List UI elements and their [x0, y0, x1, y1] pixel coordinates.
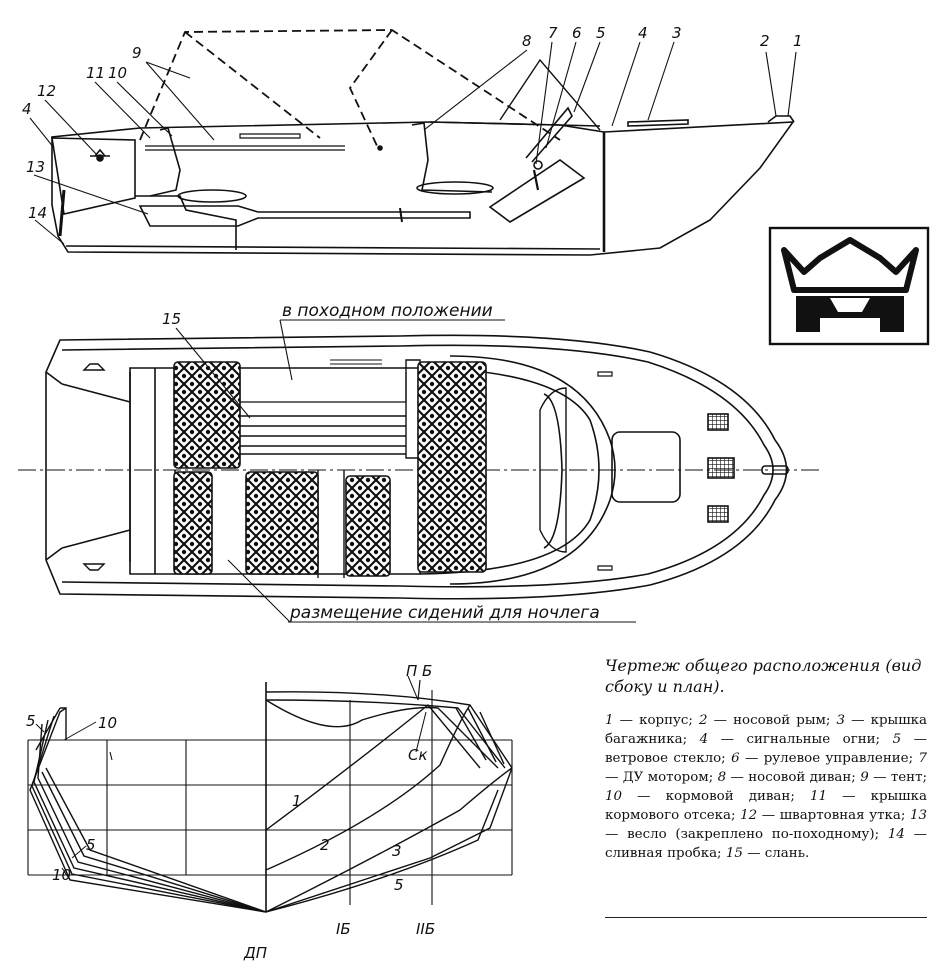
body-plan-labels: П Б Ск ДП IБ IIБ 5 10 5 10 1 2 3 5	[26, 662, 435, 962]
legend-number: 15	[725, 846, 743, 861]
legend-number: 9	[860, 770, 869, 785]
legend-item: 10 — кормовой диван;	[605, 789, 795, 804]
legend-number: 8	[717, 770, 727, 785]
label-11: 11	[86, 64, 105, 82]
legend-text: швартовная утка;	[779, 808, 906, 823]
label-8: 8	[522, 32, 532, 50]
caption-title: Чертеж общего расположения (вид сбоку и …	[605, 656, 922, 696]
legend-text: сигнальные огни;	[746, 732, 881, 747]
label-5-top: 5	[26, 712, 36, 730]
legend-text: носовой рым;	[733, 713, 831, 728]
legend-text: корпус;	[639, 713, 693, 728]
legend-number: 6	[731, 751, 740, 766]
legend-item: 7 — ДУ мотором;	[605, 751, 928, 785]
label-4: 4	[638, 24, 648, 42]
waterline-label-5: 5	[394, 876, 404, 894]
label-iib: IIБ	[416, 920, 435, 938]
caption-rule	[605, 917, 927, 918]
waterline-label-3: 3	[392, 842, 402, 860]
caption-block: Чертеж общего расположения (вид сбоку и …	[605, 655, 927, 863]
legend-text: крышка багажника;	[605, 713, 928, 747]
legend-item: 13 — весло (закреплено по-походному);	[605, 808, 927, 842]
bow-sections	[265, 679, 513, 913]
stern-sections	[29, 707, 267, 913]
plan-view	[18, 319, 820, 623]
legend-item: 9 — тент;	[860, 770, 928, 785]
legend-text: тент;	[890, 770, 928, 785]
label-5-bottom: 5	[86, 836, 96, 854]
label-2: 2	[760, 32, 770, 50]
body-plan	[27, 675, 513, 913]
legend-item: 8 — носовой диван;	[717, 770, 856, 785]
legend-item: 2 — носовой рым;	[699, 713, 831, 728]
label-15: 15	[162, 310, 181, 328]
legend-text: слань.	[764, 846, 810, 861]
legend-number: 3	[836, 713, 846, 728]
label-dp: ДП	[243, 944, 267, 962]
legend-text: крышка кормового отсека;	[605, 789, 927, 823]
legend-text: рулевое управление;	[763, 751, 914, 766]
waterline-label-2: 2	[320, 836, 330, 854]
label-14: 14	[28, 204, 47, 222]
legend-number: 10	[605, 789, 623, 804]
label-6: 6	[572, 24, 582, 42]
legend-number: 13	[909, 808, 927, 823]
legend-item: 6 — рулевое управление;	[731, 751, 914, 766]
legend-item: 1 — корпус;	[605, 713, 693, 728]
legend-item: 14 — сливная пробка;	[605, 827, 928, 861]
legend-item: 12 — швартовная утка;	[740, 808, 906, 823]
label-4-stern: 4	[22, 100, 32, 118]
legend-text: весло (закреплено по-походному);	[627, 827, 880, 842]
side-view-labels: 1 2 3 4 5 6 7 8 9 10 11 12 13 14 4	[22, 24, 803, 222]
label-10-bottom: 10	[52, 866, 71, 884]
body-plan-grid	[27, 690, 513, 905]
legend-text: ветровое стекло;	[605, 751, 726, 766]
label-9: 9	[132, 44, 142, 62]
legend-text: кормовой диван;	[665, 789, 795, 804]
label-5: 5	[596, 24, 606, 42]
legend-number: 4	[699, 732, 709, 747]
label-10-top: 10	[98, 714, 117, 732]
legend-number: 12	[740, 808, 758, 823]
legend-item: 3 — крышка багажника;	[605, 713, 928, 747]
legend-item: 5 — ветровое стекло;	[605, 732, 927, 766]
label-7: 7	[548, 24, 558, 42]
caption-legend: 1 — корпус; 2 — носовой рым; 3 — крышка …	[605, 711, 927, 863]
label-ib: IБ	[336, 920, 351, 938]
plan-view-labels: 15 в походном положении размещение сиден…	[162, 301, 600, 623]
legend-text: носовой диван;	[748, 770, 856, 785]
manufacturer-logo-icon	[768, 226, 930, 346]
legend-number: 5	[892, 732, 902, 747]
label-pb: П Б	[406, 662, 432, 680]
legend-item: 4 — сигнальные огни;	[699, 732, 881, 747]
side-view-leaders	[29, 41, 797, 245]
body-plan-leaders	[35, 675, 427, 881]
legend-number: 1	[605, 713, 614, 728]
legend-text: сливная пробка;	[605, 846, 722, 861]
side-view	[29, 29, 797, 256]
label-10: 10	[108, 64, 127, 82]
legend-number: 7	[918, 751, 928, 766]
tent-outline	[139, 29, 561, 149]
travel-position-label: в походном положении	[282, 301, 493, 321]
legend-item: 15 — слань.	[725, 846, 810, 861]
legend-number: 11	[809, 789, 827, 804]
label-1: 1	[793, 32, 803, 50]
plan-hull-outline	[45, 334, 788, 600]
legend-number: 2	[699, 713, 708, 728]
waterline-label-1: 1	[292, 792, 302, 810]
label-3: 3	[672, 24, 682, 42]
legend-number: 14	[887, 827, 905, 842]
sleeping-position-label: размещение сидений для ночлега	[289, 603, 600, 623]
label-12: 12	[37, 82, 56, 100]
legend-text: ДУ мотором;	[622, 770, 714, 785]
legend-item: 11 — крышка кормового отсека;	[605, 789, 927, 823]
label-sk: Ск	[408, 746, 428, 764]
label-13: 13	[26, 158, 45, 176]
